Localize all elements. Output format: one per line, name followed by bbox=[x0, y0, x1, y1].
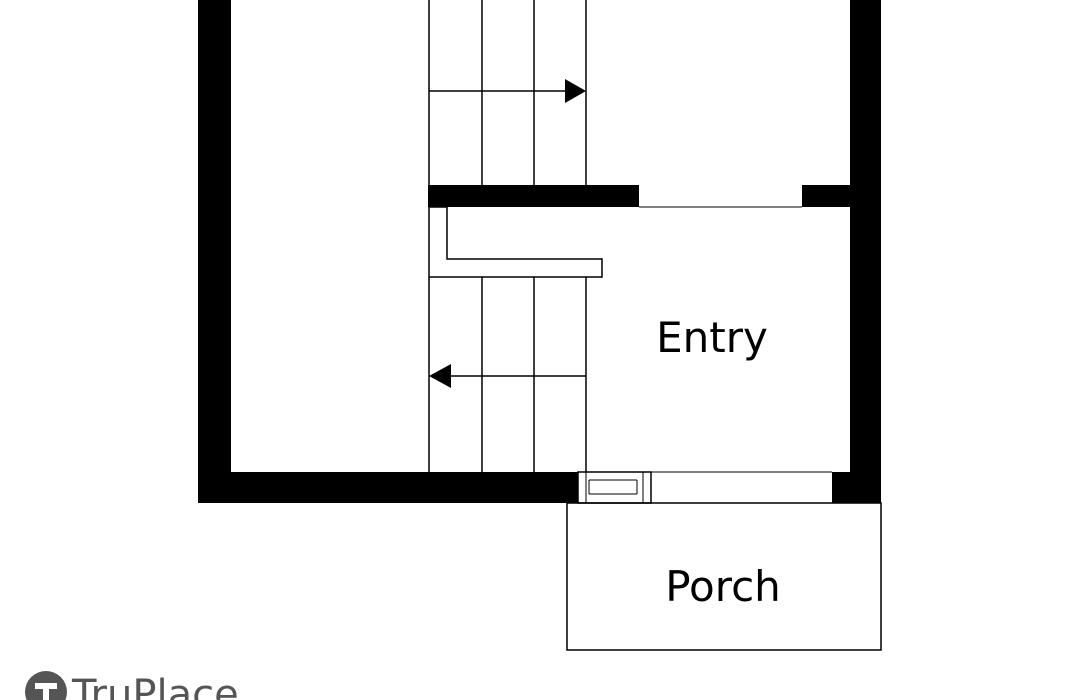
room-label-entry: Entry bbox=[656, 313, 768, 362]
west-wall bbox=[198, 0, 231, 503]
south-wall-left bbox=[198, 472, 578, 503]
stairs-lower bbox=[428, 277, 587, 472]
brand-name: TruPlace bbox=[72, 672, 239, 700]
stairs-upper bbox=[428, 0, 587, 185]
stairs-down-arrow bbox=[429, 364, 451, 388]
window bbox=[577, 471, 652, 504]
truplace-logo-icon bbox=[25, 671, 67, 700]
brand-logo: TruPlace bbox=[24, 670, 284, 700]
porch-outline bbox=[566, 502, 882, 651]
stairs-up-arrow bbox=[565, 79, 586, 103]
interior-wall-left bbox=[428, 185, 639, 207]
room-label-porch: Porch bbox=[665, 562, 781, 611]
east-wall bbox=[850, 0, 881, 503]
interior-wall-right bbox=[802, 185, 852, 207]
south-wall-right bbox=[832, 472, 881, 503]
handrail bbox=[428, 206, 603, 278]
